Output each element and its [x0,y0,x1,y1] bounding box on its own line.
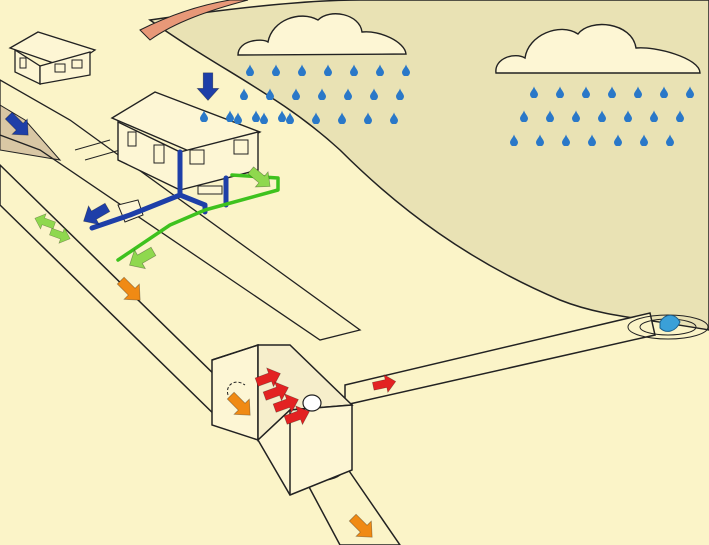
flow-arrow-icon [254,367,281,388]
house-icon [8,31,97,86]
hillside [148,0,709,331]
street-line [74,139,111,151]
flow-arrow-icon [116,276,141,301]
cloud-icon [495,23,701,74]
sanitary-lateral [116,173,280,262]
flow-arrow-icon [348,513,373,538]
outfall-icon [627,314,709,340]
flow-arrow-icon [283,405,310,426]
flow-arrow-icon [247,166,271,188]
flow-arrow-icon [83,202,111,226]
flow-arrows [4,72,397,538]
flow-arrow-icon [196,72,220,101]
cloud-icon [237,13,407,56]
flow-arrow-icon [129,246,157,270]
street-line [84,149,121,161]
street [0,79,362,341]
flow-arrow-icon [49,227,71,244]
red-hill-edge [139,0,249,41]
flow-arrow-icon [34,213,56,230]
flow-arrow-icon [262,381,289,402]
flow-arrow-icon [372,374,397,394]
house-icon [110,91,262,223]
regulator-chamber-icon [211,343,354,496]
flow-arrow-icon [4,111,29,136]
flow-arrow-icon [272,393,299,414]
flow-arrow-icon [226,391,251,416]
